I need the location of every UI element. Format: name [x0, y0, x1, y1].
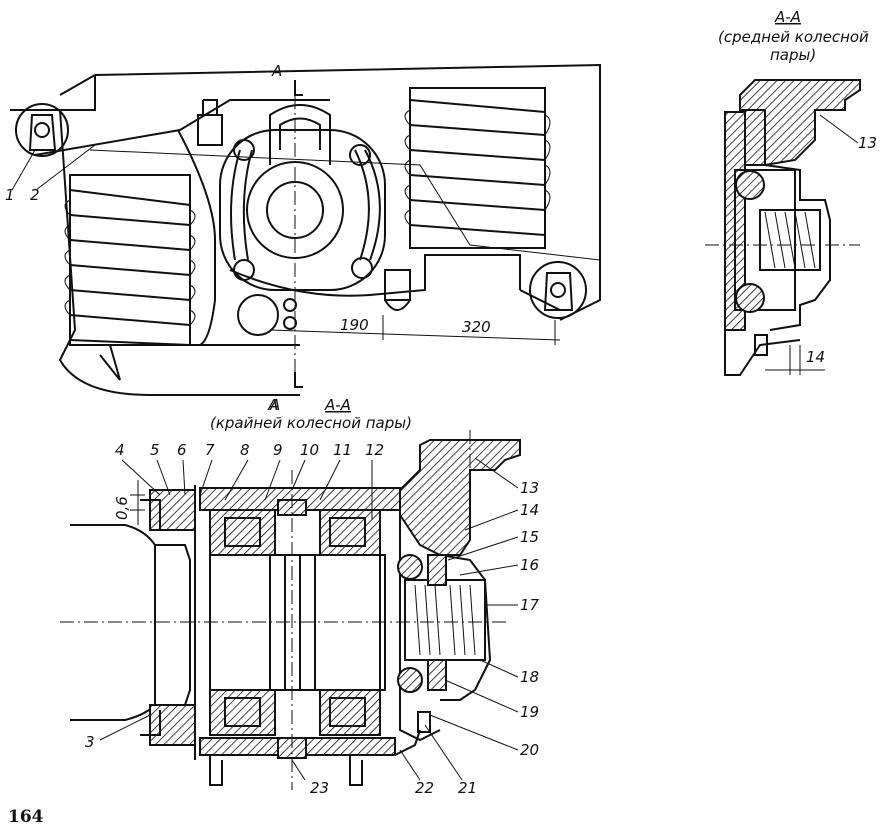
callout-15: 15 [520, 528, 539, 546]
page-number: 164 [8, 807, 44, 827]
bolt-top [197, 99, 223, 146]
callout-11: 11 [333, 441, 352, 459]
bottom-section-view [60, 430, 521, 790]
callout-5: 5 [150, 441, 160, 459]
callout-4: 4 [115, 441, 125, 459]
bottom-subtitle: (крайней колесной пары) [210, 414, 412, 432]
callout-7: 7 [205, 441, 215, 459]
callout-14-bottom: 14 [520, 501, 539, 519]
right-end-eye [529, 261, 587, 319]
section-mark-top: A [271, 62, 282, 80]
callout-17: 17 [520, 596, 540, 614]
lower-hole [237, 294, 279, 336]
left-end-eye [15, 103, 69, 157]
callout-19: 19 [520, 703, 539, 721]
callout-1: 1 [5, 186, 15, 204]
bottom-right-callouts: 13 14 15 16 17 18 19 20 [429, 457, 540, 759]
bogie-top-view [10, 63, 601, 396]
left-spring-coil [64, 174, 196, 346]
callout-2: 2 [30, 186, 40, 204]
callout-13-bottom: 13 [520, 479, 539, 497]
callout-22: 22 [415, 779, 434, 797]
callout-18: 18 [520, 668, 539, 686]
small-hole [283, 316, 297, 330]
callout-14-middle: 14 [806, 348, 825, 366]
callout-9: 9 [273, 441, 283, 459]
callout-10: 10 [300, 441, 319, 459]
callout-13-middle: 13 [858, 134, 877, 152]
bottom-title: А-А [324, 396, 351, 414]
callout-8: 8 [240, 441, 250, 459]
right-spring-coil [404, 87, 551, 249]
bottom-top-callouts: 4 5 6 7 8 9 10 11 12 [115, 441, 384, 520]
callout-12: 12 [365, 441, 384, 459]
callout-16: 16 [520, 556, 539, 574]
bottom-lower-callouts: 23 22 21 [291, 724, 477, 797]
dimension-320: 320 [462, 318, 491, 336]
callout-21: 21 [458, 779, 477, 797]
middle-subtitle-2: пары) [770, 46, 816, 64]
bolt-bottom [384, 269, 411, 311]
callout-3: 3 [85, 733, 95, 751]
section-mark-bottom: A [267, 396, 278, 414]
gap-dimension: 0,6 [113, 496, 131, 520]
bottom-mark: A [269, 396, 280, 414]
middle-section-view [705, 79, 861, 376]
callout-23: 23 [310, 779, 329, 797]
dimension-190: 190 [340, 316, 369, 334]
links [230, 139, 381, 281]
small-hole [283, 298, 297, 312]
middle-title: А-А [774, 8, 801, 26]
callout-6: 6 [177, 441, 187, 459]
callout-20: 20 [520, 741, 539, 759]
middle-subtitle: (средней колесной [718, 28, 869, 46]
